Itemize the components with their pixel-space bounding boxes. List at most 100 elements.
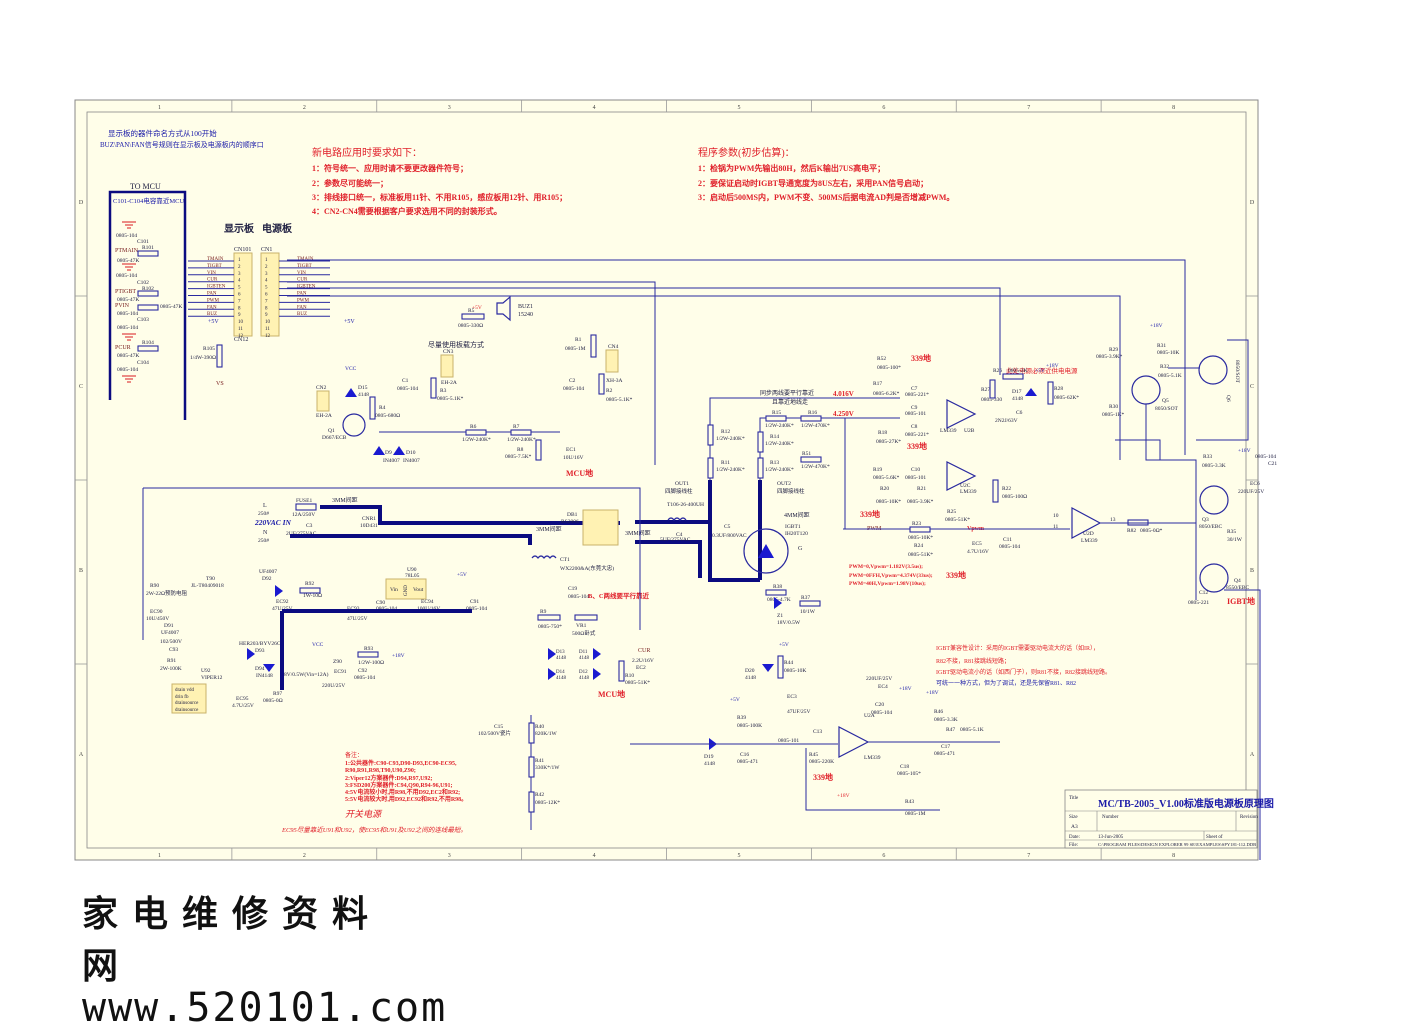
bom-note-item: 4:5V电流较小时,用R98,不用D92,EC2和R92; [345,788,460,796]
resistor-r1 [590,334,597,358]
d93-value: HER203/BYV26C [239,641,281,647]
r47-ref: R47 [946,727,955,733]
cn3-type: EH-2A [441,380,457,386]
transistor-q4 [1199,563,1229,593]
cn101-pin-number: 10 [238,320,244,325]
c91-ref: C91 [470,599,479,605]
resistor-r3 [430,377,437,399]
u2a-ref: U2A [864,713,875,719]
c1-value: 0805-104 [397,386,418,392]
d92-value: UF4007 [259,569,277,575]
signal-bus [188,260,330,317]
ground-339-label: 339地 [813,772,833,782]
spacing-label: 3MM间距 [625,529,651,537]
c18-ref: C18 [900,764,909,770]
plus5v-label: +5V [208,319,219,325]
r6-value: 1/2W-240K* [462,437,491,443]
resistor-r38 [765,589,787,596]
resistor-r104 [137,345,159,352]
c20-ref: C20 [875,702,884,708]
igbt-note: IGBT兼容性设计：采用的IGBT需要驱动电流大的话（如IR）， [936,644,1099,652]
r101-ref: R101 [142,245,154,251]
zener-z1 [774,597,782,609]
ec4-value: 220UF/25V [866,676,892,682]
plus18v-label: +18V [899,686,912,692]
u92-value: VIPER12 [201,675,223,681]
cn101-pin-number: 7 [238,299,241,304]
bom-note-item: 5:5V电流较大时,用D92,EC92和R92,不用R98。 [345,795,467,803]
q4-value: 8550/EBC [1226,585,1250,591]
q5-ref: Q5 [1162,398,1169,404]
d14-value: 4148 [556,676,567,681]
to-mcu-label: TO MCU [130,182,161,191]
spacing-label: 3MM间距 [332,496,358,504]
ground-symbol [122,333,136,341]
comparator-u2d [1071,506,1102,540]
diode-d13 [548,648,556,660]
zone-row-label: B [1250,568,1254,574]
r24-ref: R24 [914,543,923,549]
ec91-value: 220U/25V [322,683,345,689]
ec95-value: 4.7U/25V [232,703,254,709]
d14-ref: D14 [556,670,565,675]
cnr1-value: 10D431 [360,523,378,529]
r5-ref: R5 [468,308,475,314]
title-block: Title MC/TB-2005_V1.00标准版电源板原理图 Size A3 … [1064,789,1274,849]
c2-value: 0805-104 [563,386,584,392]
pin-label-ptmain: PTMAIN [115,248,139,254]
r35-ref: R35 [1227,529,1236,535]
r29-value: 0805-3.9K* [1096,354,1123,360]
r90-value: 2W-22Ω预防电阻 [146,589,188,597]
ground-symbol [122,221,136,229]
r40-ref: R40 [535,724,544,730]
r38-value: 0805-4.7K [767,597,791,603]
file-label: File: [1069,843,1078,848]
cn2-ref: CN2 [316,385,327,391]
cn1-pin-number: 11 [265,327,270,332]
size-value: A3 [1071,824,1078,830]
plus5v-label: +5V [779,642,789,648]
c16-ref: C16 [740,752,749,758]
power-trace-dc [635,520,760,582]
z90-value: 8V/0.5W(Vin=12A) [284,671,329,678]
c8-value: 0805-221* [905,432,929,438]
r82-value: 0805-0Ω* [1140,528,1163,534]
d91-ref: D91 [164,623,174,629]
r20-ref: R20 [880,486,889,492]
r13-value: 1/2W-240K* [765,467,794,473]
sync-note-1: 同步两线要平行靠近 [760,389,814,397]
c3-ref: C3 [306,523,313,529]
c2-ref: C2 [569,378,576,384]
plus18v-label: +18V [1046,363,1059,369]
q1-value: D667/ECB [322,435,347,441]
r3-value: 0805-5.1K* [437,396,464,402]
r42-value: 0805-12K* [535,800,560,806]
requirements-title: 新电路应用时要求如下： [312,146,422,159]
r30-value: 0805-1K* [1102,412,1125,418]
regulator-u90 [385,578,427,600]
q1-ref: Q1 [328,428,335,434]
pwm-note: PWM=0,Vpwm=1.182V(3.5us); [849,563,923,570]
potentiometer-vr1 [574,614,598,621]
r104-value: 0805-47K [117,353,139,359]
signal-label-left: TIGBT [207,264,222,269]
date-label: Date: [1069,835,1080,840]
plus18v-label: +18V [392,653,405,659]
wire [805,748,940,811]
ground-339-label: 339地 [911,353,931,363]
bom-notes-title: 备注： [345,751,363,759]
r15-ref: R15 [772,410,781,416]
c103-value: 0805-104 [117,325,138,331]
resistor-r14 [757,431,764,453]
coil-label: T106-26-400UH [667,502,704,508]
zone-row-label: D [79,200,84,206]
diode-d93 [247,648,255,660]
zone-column-label: 8 [1172,105,1175,111]
zone-row-label: D [1250,200,1255,206]
q5-value: 8050/SOT [1155,406,1179,412]
zone-row-label: A [1250,752,1255,758]
voltage-4016: 4.016V [833,390,854,398]
r105-value: 1/4W-390Ω [190,355,216,361]
current-transformer-ct1 [531,555,557,559]
r45-value: 0805-220K [809,759,834,765]
